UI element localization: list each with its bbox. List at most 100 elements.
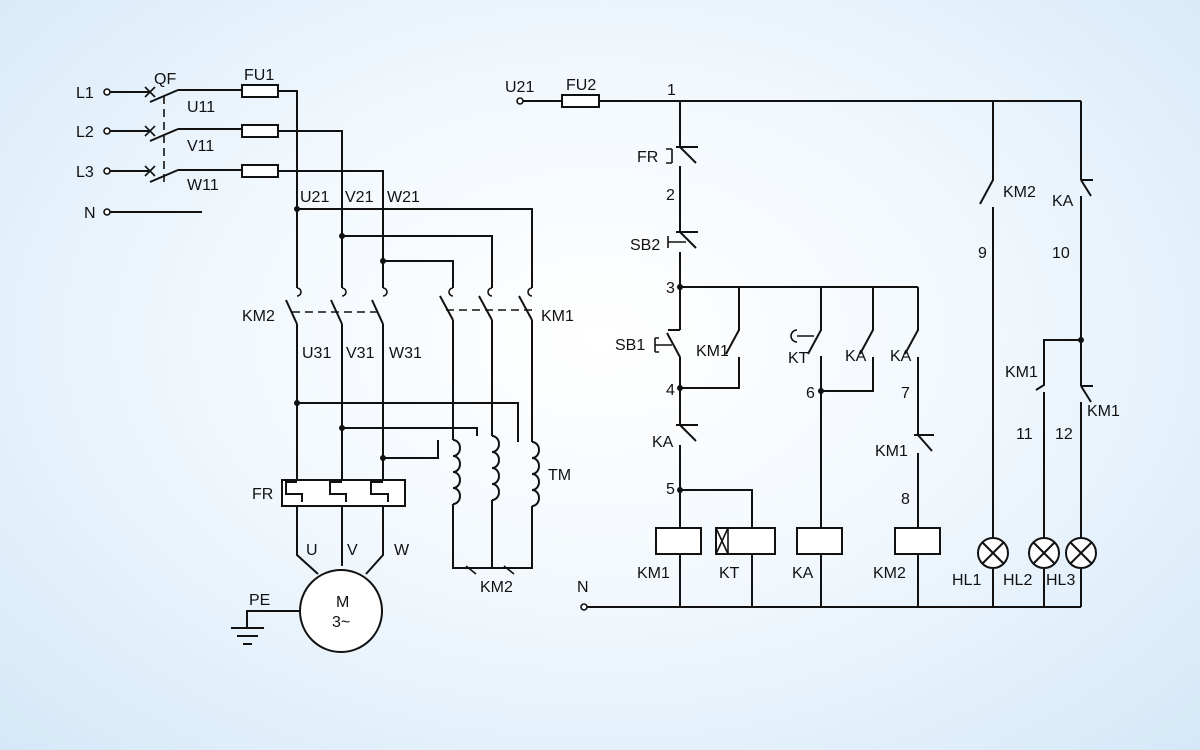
label-tm: TM	[548, 467, 571, 484]
junction-v	[339, 233, 345, 239]
label-pe: PE	[249, 592, 270, 609]
label-motor-phase: 3~	[332, 614, 350, 631]
kt-contact-symbol	[807, 287, 822, 528]
coil-returns	[679, 554, 919, 607]
sb2-button-mark	[667, 236, 686, 248]
transformer-taps	[297, 402, 519, 459]
label-node-2: 2	[666, 187, 675, 204]
kt-contact: KT	[788, 287, 822, 528]
label-coil-km1: KM1	[637, 565, 670, 582]
ground-symbol	[231, 610, 300, 645]
label-v31: V31	[346, 345, 375, 362]
junction-tap-u	[294, 400, 300, 406]
label-hl3: HL3	[1046, 572, 1075, 589]
junction-tap-w	[380, 455, 386, 461]
label-motor: M	[336, 594, 349, 611]
power-circuit: L1 L2 L3 N QF U11 V11 W11 FU1 U21	[76, 67, 574, 653]
km1-lamp-nc-symbol	[1035, 339, 1081, 538]
km1-contact-blades	[439, 295, 533, 321]
fr-heaters	[285, 481, 389, 502]
hl3-cross	[1069, 541, 1093, 565]
fuse-l2	[241, 124, 279, 138]
label-km1-main: KM1	[541, 308, 574, 325]
breaker-cross-marks	[144, 86, 156, 177]
sb2-stop-button: SB2	[630, 231, 698, 254]
coils: KM1 KT KA KM2	[637, 527, 941, 607]
label-fu2: FU2	[566, 77, 596, 94]
ka-contact-b-symbol	[904, 287, 919, 435]
label-terminal-v: V	[347, 542, 358, 559]
tm-coil-3	[531, 441, 540, 507]
coil-ka	[796, 527, 843, 555]
ka-contact-b: KA	[890, 287, 919, 435]
label-sb1: SB1	[615, 337, 645, 354]
sb1-button-mark	[654, 337, 672, 353]
lamp-hl2	[1028, 537, 1060, 569]
label-terminal-w: W	[394, 542, 410, 559]
label-ka-contact-a: KA	[845, 348, 867, 365]
label-l1: L1	[76, 85, 94, 102]
label-u21: U21	[300, 189, 329, 206]
km1-nc-symbol	[914, 434, 934, 528]
hl2-cross	[1032, 541, 1056, 565]
terminal-l2	[103, 127, 111, 135]
autotransformer-tm: TM	[452, 435, 571, 507]
fr-nc-contact: FR	[637, 146, 698, 166]
label-km2-star: KM2	[480, 579, 513, 596]
label-km1-hold: KM1	[696, 343, 729, 360]
contactor-km2-main: KM2	[242, 287, 388, 325]
label-km2-lamp-contact: KM2	[1003, 184, 1036, 201]
sb1-start-button: SB1	[615, 329, 681, 380]
junction-lamp-bus	[1078, 337, 1084, 343]
junction-node-3	[677, 284, 683, 290]
label-coil-kt: KT	[719, 565, 740, 582]
label-node-11: 11	[1016, 426, 1033, 443]
label-node-12: 12	[1055, 426, 1073, 443]
tm-coil-1	[452, 439, 461, 505]
motor-leads	[296, 506, 384, 575]
ka-lamp-contact-symbol	[1080, 101, 1093, 386]
star-connection	[452, 500, 533, 569]
label-n: N	[84, 205, 96, 222]
junction-tap-v	[339, 425, 345, 431]
terminal-u21	[516, 97, 524, 105]
junction-u	[294, 206, 300, 212]
label-km2-main: KM2	[242, 308, 275, 325]
label-node-4: 4	[666, 382, 675, 399]
junction-node-6	[818, 388, 824, 394]
label-fr: FR	[252, 486, 273, 503]
contactor-km1-main: KM1	[439, 287, 574, 325]
label-coil-ka: KA	[792, 565, 814, 582]
label-coil-km2: KM2	[873, 565, 906, 582]
label-km1-nc: KM1	[875, 443, 908, 460]
label-w21: W21	[387, 189, 420, 206]
star-contact-marks	[465, 565, 515, 575]
ka-nc-symbol	[676, 424, 698, 442]
fr-contact-symbol	[676, 146, 698, 164]
lamp-hl3	[1065, 537, 1097, 569]
label-kt-contact: KT	[788, 350, 809, 367]
hl1-cross	[981, 541, 1005, 565]
label-node-10: 10	[1052, 245, 1070, 262]
km2-contact-arcs	[296, 287, 388, 297]
ka-contact-a-symbol	[821, 287, 874, 392]
label-hl2: HL2	[1003, 572, 1032, 589]
lamp-returns	[1043, 569, 1082, 607]
kt-coil-feed	[680, 489, 753, 528]
label-w11: W11	[187, 177, 219, 194]
label-control-supply: U21	[505, 79, 534, 96]
label-sb2: SB2	[630, 237, 660, 254]
label-node-9: 9	[978, 245, 987, 262]
label-km1-lamp-nc: KM1	[1005, 364, 1038, 381]
km1-hold-contact: KM1	[680, 287, 740, 389]
junction-w	[380, 258, 386, 264]
lamps: HL1 HL2 HL3	[952, 537, 1097, 589]
coil-km2	[894, 527, 941, 555]
sb2-contact-symbol	[676, 231, 698, 249]
fr-thermal-mark	[666, 148, 673, 164]
terminal-n	[103, 208, 111, 216]
transformer-feed-wires	[452, 320, 533, 442]
label-node-7: 7	[901, 385, 910, 402]
km1-hold-symbol	[680, 287, 740, 389]
